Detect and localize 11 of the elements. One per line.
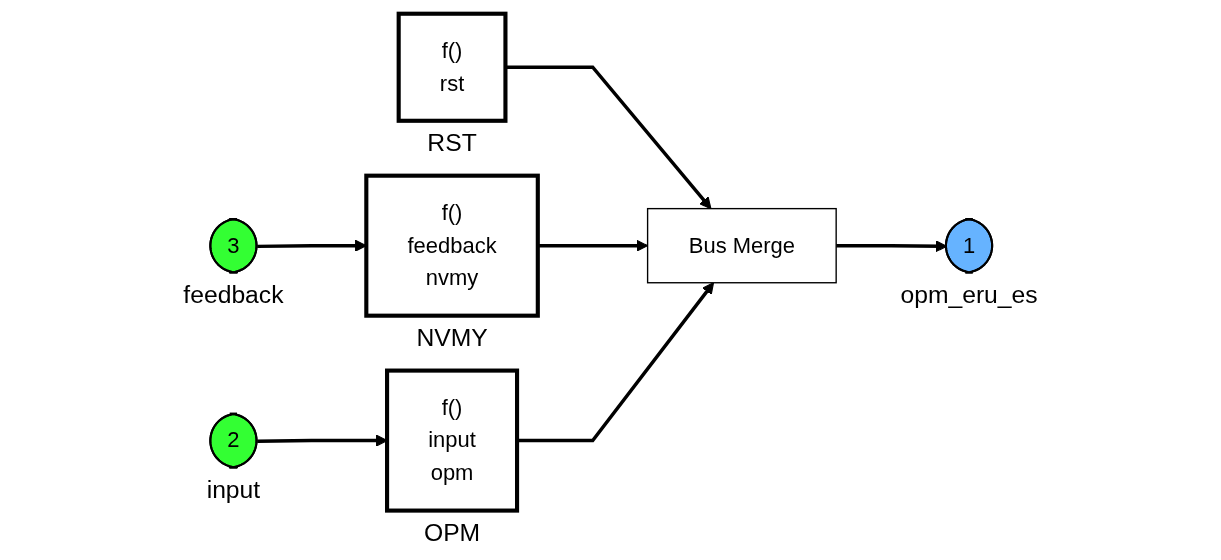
block-name: opm_eru_es bbox=[900, 280, 1038, 308]
node-box: f() feedback nvmy bbox=[364, 173, 540, 318]
block-name: feedback bbox=[183, 280, 284, 308]
block-name: RST bbox=[427, 129, 477, 156]
node-box: f() rst bbox=[396, 11, 508, 123]
block-name: NVMY bbox=[416, 323, 488, 351]
node-box: Bus Merge bbox=[646, 207, 837, 284]
block-name: input bbox=[206, 475, 261, 503]
arrow bbox=[836, 240, 948, 253]
node-box: f() input opm bbox=[385, 368, 520, 513]
block-name: OPM bbox=[423, 518, 481, 546]
